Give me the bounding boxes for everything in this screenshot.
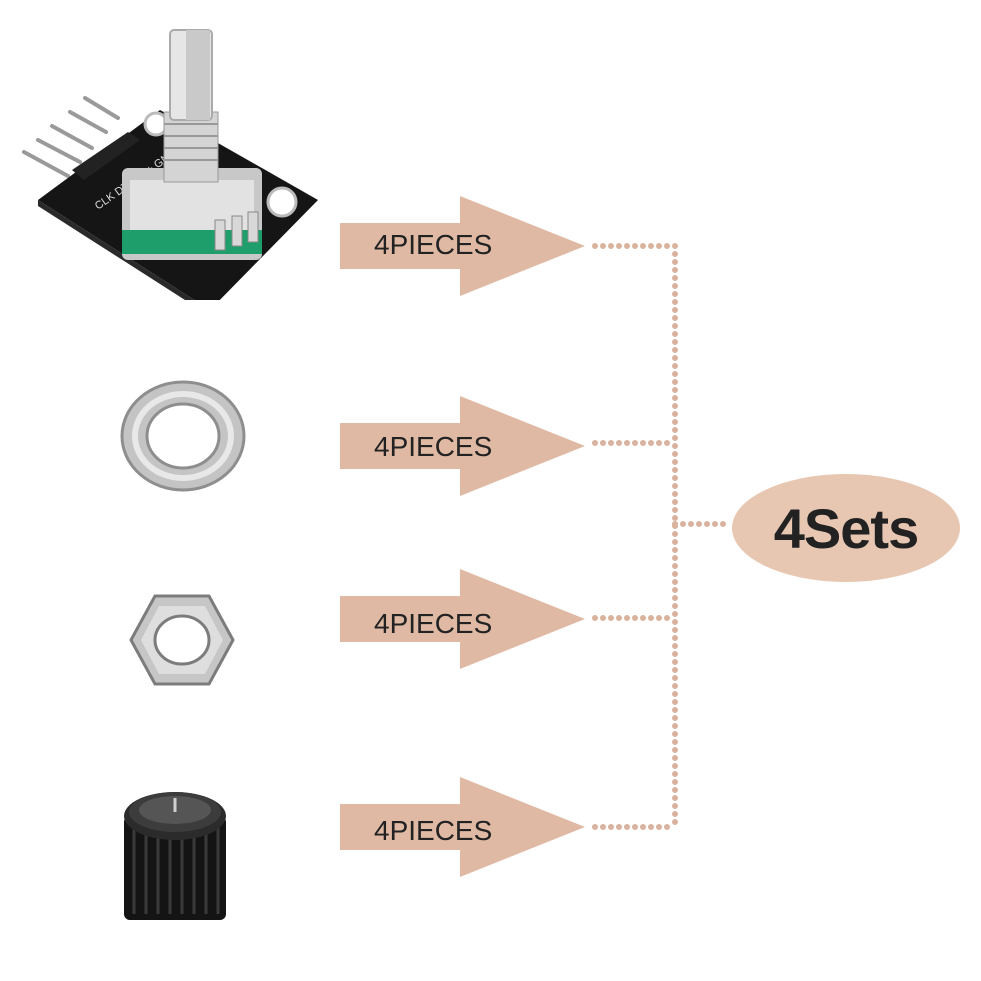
quantity-arrow-1: 4PIECES [340, 196, 585, 296]
quantity-arrow-2: 4PIECES [340, 396, 585, 496]
hex-nut-image [125, 592, 237, 697]
total-sets-badge: 4Sets [732, 474, 960, 582]
quantity-arrow-3: 4PIECES [340, 569, 585, 669]
rotary-encoder-module-image: CLK DT SW + GND [10, 20, 330, 316]
quantity-label: 4PIECES [374, 815, 493, 846]
quantity-label: 4PIECES [374, 431, 493, 462]
quantity-arrow-4: 4PIECES [340, 777, 585, 877]
total-sets-label: 4Sets [773, 496, 919, 560]
flat-washer-image [118, 378, 248, 499]
arrow-shape [340, 777, 585, 877]
quantity-label: 4PIECES [374, 229, 493, 260]
quantity-label: 4PIECES [374, 608, 493, 639]
knob-cap-image [120, 782, 230, 935]
arrow-shape [340, 396, 585, 496]
arrow-shape [340, 569, 585, 669]
arrow-shape [340, 196, 585, 296]
